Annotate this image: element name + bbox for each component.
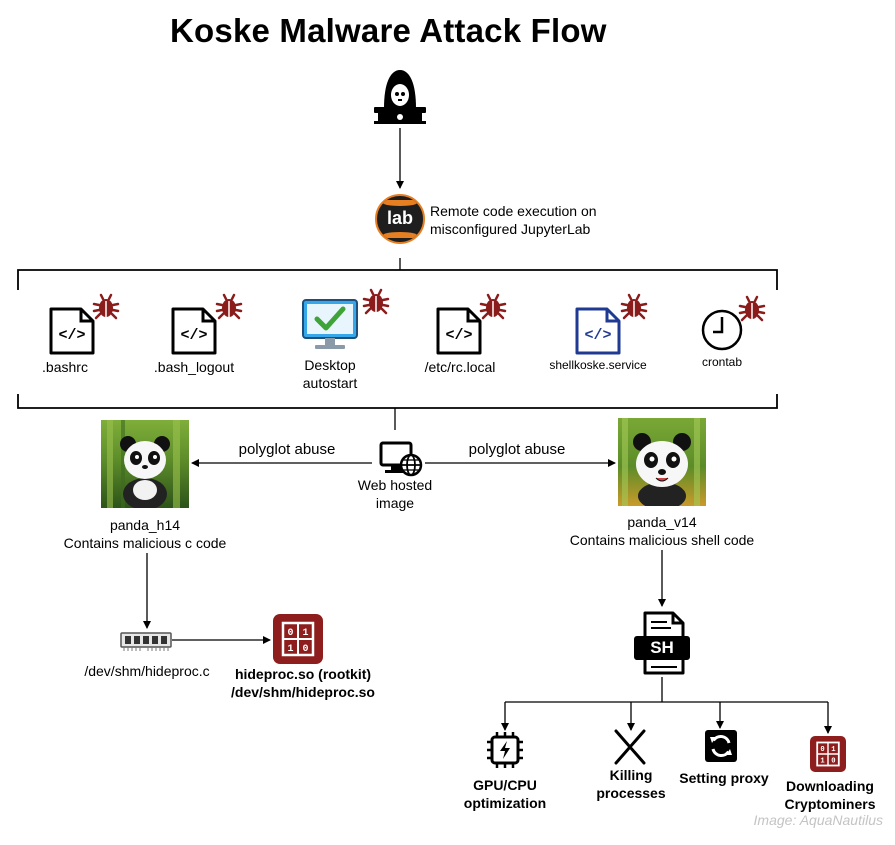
panda-v14-description: Contains malicious shell code bbox=[569, 532, 755, 548]
processor-icon bbox=[485, 730, 525, 775]
code-file-icon: </> bbox=[170, 306, 218, 361]
code-file-icon: </> bbox=[48, 306, 96, 361]
panda-v14-text: panda_v14 Contains malicious shell code bbox=[556, 513, 768, 549]
bug-icon bbox=[92, 292, 120, 325]
persistence-bracket-top bbox=[17, 269, 778, 290]
bashrc-label: .bashrc bbox=[42, 359, 88, 375]
bug-icon bbox=[362, 287, 390, 320]
sh-file-icon: SH bbox=[631, 610, 693, 681]
bug-icon bbox=[620, 292, 648, 325]
hideproc-c-label: /dev/shm/hideproc.c bbox=[84, 663, 210, 679]
svg-text:1: 1 bbox=[287, 644, 293, 655]
desktop-autostart-label: Desktop autostart bbox=[290, 356, 370, 392]
crypto-line2: Cryptominers bbox=[784, 796, 876, 812]
kill-line2: processes bbox=[596, 785, 666, 801]
shellkoske-service-label: shellkoske.service bbox=[549, 358, 647, 372]
rootkit-label: hideproc.so (rootkit) /dev/shm/hideproc.… bbox=[224, 665, 382, 701]
web-hosted-line1: Web hosted bbox=[357, 477, 433, 493]
panda-h14-description: Contains malicious c code bbox=[63, 535, 227, 551]
gpu-line2: optimization bbox=[463, 795, 547, 811]
bug-icon bbox=[738, 294, 766, 327]
svg-text:1: 1 bbox=[302, 628, 308, 639]
killing-processes-label: Killing processes bbox=[586, 766, 676, 802]
svg-text:1: 1 bbox=[831, 746, 836, 754]
svg-text:0: 0 bbox=[287, 628, 293, 639]
gpu-cpu-label: GPU/CPU optimization bbox=[452, 776, 558, 812]
setting-proxy-label: Setting proxy bbox=[679, 770, 769, 786]
crontab-label: crontab bbox=[701, 355, 743, 369]
bash-logout-label: .bash_logout bbox=[153, 359, 235, 375]
rc-local-label: /etc/rc.local bbox=[424, 359, 496, 375]
bug-icon bbox=[215, 292, 243, 325]
persistence-bracket-bottom bbox=[17, 394, 778, 409]
refresh-icon bbox=[704, 729, 738, 768]
svg-text:0: 0 bbox=[831, 758, 835, 766]
desktop-autostart-line2: autostart bbox=[302, 375, 358, 391]
svg-text:</>: </> bbox=[180, 327, 207, 344]
svg-text:</>: </> bbox=[58, 327, 85, 344]
monitor-check-icon bbox=[301, 298, 359, 357]
code-file-icon: </> bbox=[574, 306, 622, 361]
panda-h14-name: panda_h14 bbox=[109, 517, 181, 533]
code-file-icon: </> bbox=[435, 306, 483, 361]
panda-h14-text: panda_h14 Contains malicious c code bbox=[40, 516, 250, 552]
rootkit-line1: hideproc.so (rootkit) bbox=[234, 666, 372, 682]
jupyter-description: Remote code execution on misconfigured J… bbox=[430, 202, 597, 238]
svg-text:</>: </> bbox=[445, 327, 472, 344]
jupyter-description-line2: misconfigured JupyterLab bbox=[430, 221, 591, 237]
hacker-icon bbox=[368, 64, 432, 133]
svg-text:1: 1 bbox=[820, 758, 825, 766]
svg-text:0: 0 bbox=[820, 746, 824, 754]
clock-icon bbox=[700, 308, 744, 357]
panda-image bbox=[101, 420, 189, 508]
svg-text:</>: </> bbox=[584, 327, 611, 344]
desktop-autostart-line1: Desktop bbox=[304, 357, 356, 373]
polyglot-abuse-left: polyglot abuse bbox=[238, 441, 336, 458]
crypto-line1: Downloading bbox=[786, 778, 874, 794]
rootkit-line2: /dev/shm/hideproc.so bbox=[231, 684, 375, 700]
memory-chip-icon bbox=[120, 630, 172, 657]
panda-image bbox=[618, 418, 706, 506]
kill-line1: Killing bbox=[609, 767, 653, 783]
web-computer-icon bbox=[378, 440, 424, 483]
polyglot-abuse-right: polyglot abuse bbox=[468, 441, 566, 458]
page-title: Koske Malware Attack Flow bbox=[170, 12, 607, 49]
bug-icon bbox=[479, 292, 507, 325]
image-credit: Image: AquaNautilus bbox=[753, 812, 883, 828]
svg-text:0: 0 bbox=[302, 644, 308, 655]
sh-badge-text: SH bbox=[650, 638, 674, 657]
web-hosted-image-label: Web hosted image bbox=[350, 476, 440, 512]
gpu-line1: GPU/CPU bbox=[473, 777, 537, 793]
jupyterlab-badge-text: lab bbox=[386, 208, 413, 228]
jupyterlab-icon: lab bbox=[375, 194, 425, 244]
panda-v14-name: panda_v14 bbox=[627, 514, 697, 530]
downloading-cryptominers-label: Downloading Cryptominers bbox=[780, 777, 880, 813]
jupyter-description-line1: Remote code execution on bbox=[430, 203, 597, 219]
web-hosted-line2: image bbox=[375, 495, 415, 511]
x-mark-icon bbox=[612, 728, 648, 771]
